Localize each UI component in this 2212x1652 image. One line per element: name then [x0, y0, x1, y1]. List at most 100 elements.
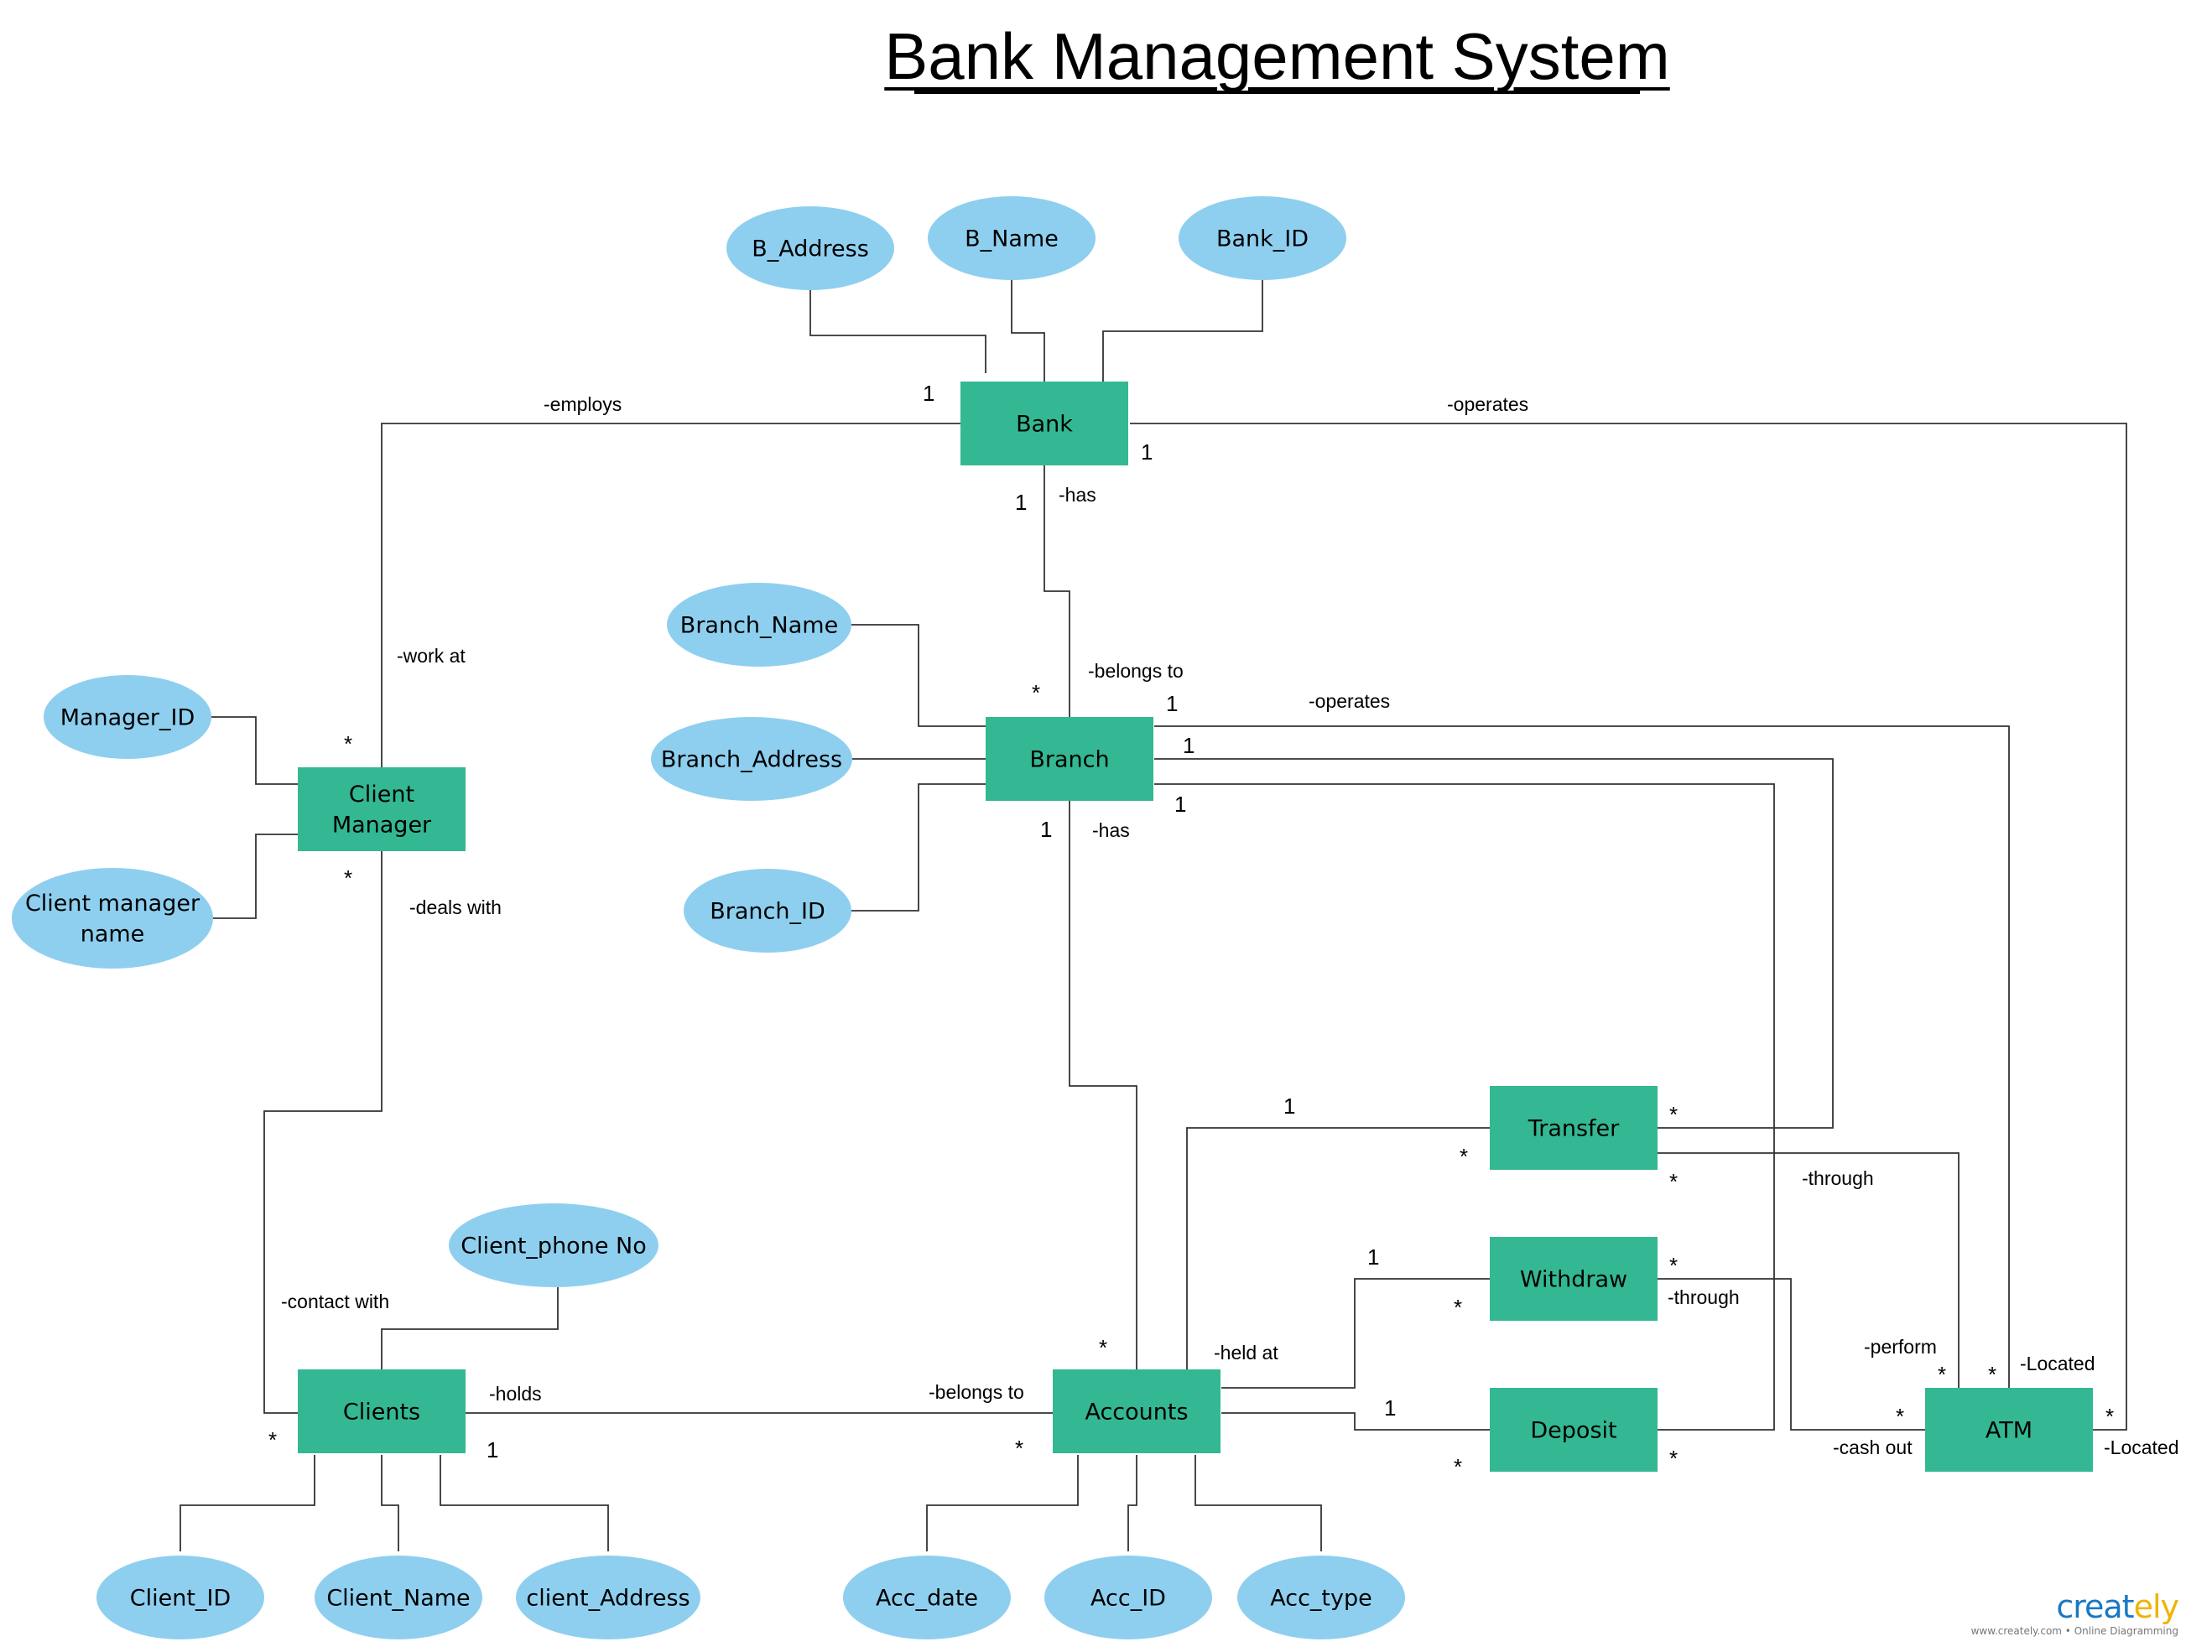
entity-box	[960, 382, 1128, 465]
attribute-acc-id[interactable]: Acc_ID	[1044, 1556, 1212, 1639]
entity-box	[1490, 1237, 1658, 1321]
card-manager-work-at: *	[344, 731, 352, 756]
entity-branch[interactable]: Branch	[986, 717, 1153, 801]
entity-transfer[interactable]: Transfer	[1490, 1086, 1658, 1170]
entity-label: Transfer	[1528, 1115, 1620, 1141]
attribute-branch-address[interactable]: Branch_Address	[651, 717, 852, 801]
entity-label: ATM	[1986, 1417, 2032, 1443]
connector-lines	[180, 280, 2127, 1551]
connector-branch-deposit	[1154, 783, 1775, 1431]
label-located-right: -Located	[2104, 1436, 2179, 1458]
card-branch-deposit: 1	[1174, 792, 1186, 817]
connector-employs	[381, 423, 960, 767]
attribute-label: Branch_ID	[710, 898, 825, 924]
attribute-acc-type[interactable]: Acc_type	[1237, 1556, 1405, 1639]
entity-clients[interactable]: Clients	[298, 1369, 466, 1453]
label-holds: -holds	[489, 1383, 542, 1405]
card-accounts-top: *	[1099, 1335, 1107, 1360]
attribute-label: client_Address	[526, 1585, 690, 1611]
entity-label: Withdraw	[1520, 1266, 1627, 1292]
attribute-label: B_Name	[965, 226, 1059, 252]
connector-manager-name	[213, 834, 298, 919]
label-contact-with: -contact with	[281, 1291, 389, 1312]
card-acc-deposit: 1	[1384, 1395, 1396, 1421]
connector-transfer-atm	[1658, 1152, 1960, 1388]
attribute-ellipse	[651, 717, 852, 801]
card-accounts-left: *	[1015, 1436, 1023, 1461]
logo-brand-accent: ely	[2133, 1588, 2179, 1625]
label-through-withdraw: -through	[1668, 1286, 1740, 1308]
attribute-ellipse	[1179, 196, 1346, 280]
card-atm-located-top: *	[1988, 1362, 1996, 1387]
connector-acc-type	[1194, 1455, 1322, 1551]
entity-box	[1490, 1388, 1658, 1472]
connector-acc-withdraw	[1221, 1278, 1490, 1389]
label-bank-has: -has	[1059, 484, 1096, 506]
label-held-at: -held at	[1214, 1342, 1278, 1364]
entity-box	[298, 767, 466, 851]
attribute-label: Acc_ID	[1090, 1585, 1166, 1611]
connector-client-id	[180, 1455, 315, 1551]
connector-acc-deposit	[1221, 1412, 1490, 1431]
entity-withdraw[interactable]: Withdraw	[1490, 1237, 1658, 1321]
connector-manager-id	[211, 716, 298, 785]
label-branch-operates: -operates	[1309, 690, 1390, 712]
attribute-acc-date[interactable]: Acc_date	[843, 1556, 1011, 1639]
card-bank-employs: 1	[923, 381, 934, 406]
card-clients-left: *	[268, 1427, 277, 1452]
attribute-ellipse	[449, 1203, 658, 1287]
connector-client-phone	[381, 1287, 559, 1369]
attribute-client-phone[interactable]: Client_phone No	[449, 1203, 658, 1287]
connector-b-address	[809, 290, 986, 373]
attribute-label: Acc_type	[1270, 1585, 1372, 1611]
card-branch-belongs: *	[1032, 680, 1040, 705]
connector-acc-date	[926, 1455, 1079, 1551]
attribute-client-name[interactable]: Client_Name	[315, 1556, 482, 1639]
card-branch-operates: 1	[1166, 691, 1178, 716]
attribute-bank-id[interactable]: Bank_ID	[1179, 196, 1346, 280]
card-deposit-right: *	[1669, 1446, 1678, 1471]
attribute-ellipse	[1044, 1556, 1212, 1639]
attribute-ellipse	[843, 1556, 1011, 1639]
label-through-transfer: -through	[1802, 1167, 1874, 1189]
entity-deposit[interactable]: Deposit	[1490, 1388, 1658, 1472]
connector-withdraw-atm	[1658, 1278, 1925, 1431]
card-bank-has: 1	[1015, 490, 1027, 515]
card-acc-transfer: 1	[1283, 1094, 1295, 1119]
connector-bank-operates-atm	[1130, 423, 2127, 1431]
attribute-b-address[interactable]: B_Address	[726, 206, 894, 290]
attribute-b-name[interactable]: B_Name	[928, 196, 1096, 280]
attribute-branch-name[interactable]: Branch_Name	[667, 583, 851, 667]
diagram-title: Bank Management System	[884, 19, 1670, 93]
connector-branch-transfer	[1154, 758, 1834, 1129]
attribute-ellipse	[44, 675, 211, 759]
attribute-ellipse	[96, 1556, 264, 1639]
entity-atm[interactable]: ATM	[1925, 1388, 2093, 1472]
attribute-ellipse	[928, 196, 1096, 280]
connector-branch-operates-atm	[1154, 725, 2010, 1388]
entity-accounts[interactable]: Accounts	[1053, 1369, 1221, 1453]
label-bank-operates: -operates	[1447, 393, 1528, 415]
entity-label: Clients	[343, 1399, 420, 1425]
entity-label: Branch	[1029, 746, 1109, 772]
card-withdraw-right: *	[1669, 1253, 1678, 1278]
entity-box	[1925, 1388, 2093, 1472]
attribute-branch-id[interactable]: Branch_ID	[684, 869, 851, 953]
attribute-label: Branch_Address	[661, 746, 842, 772]
attribute-label: Manager_ID	[60, 704, 195, 730]
attribute-label: Branch_Name	[680, 612, 838, 638]
card-branch-has: 1	[1040, 817, 1052, 842]
entity-box	[1053, 1369, 1221, 1453]
attribute-client-address[interactable]: client_Address	[516, 1556, 700, 1639]
label-cash-out: -cash out	[1833, 1436, 1913, 1458]
connector-client-address	[440, 1455, 609, 1551]
attribute-client-id[interactable]: Client_ID	[96, 1556, 264, 1639]
entity-box	[1490, 1086, 1658, 1170]
attribute-manager-id[interactable]: Manager_ID	[44, 675, 211, 759]
attribute-ellipse	[726, 206, 894, 290]
entity-bank[interactable]: Bank	[960, 382, 1128, 465]
